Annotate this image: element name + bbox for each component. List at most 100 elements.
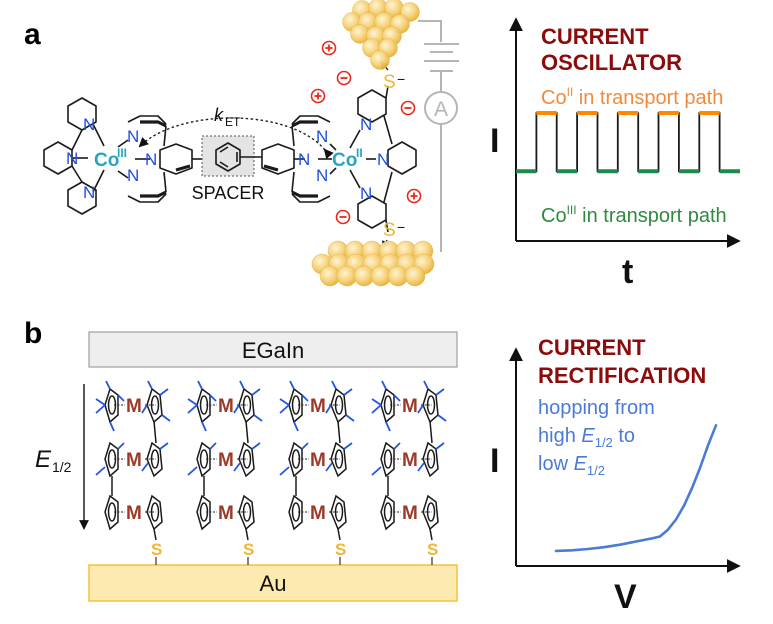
ring-outline xyxy=(146,494,163,531)
thiol-bottom-label: S xyxy=(383,220,396,241)
egain-electrode xyxy=(88,331,458,368)
methyl-group xyxy=(371,466,382,476)
co2-annotation-rest: in transport path xyxy=(573,87,723,109)
ring-outline xyxy=(330,387,347,424)
rectification-y-label: I xyxy=(490,442,499,480)
methyl-group xyxy=(209,394,217,402)
hopping-low-sub: 1/2 xyxy=(587,463,605,478)
ring-aromatic xyxy=(242,449,252,469)
cyclopentadienyl-ring xyxy=(380,387,395,424)
methyl-group xyxy=(331,380,337,390)
anion-icon xyxy=(400,100,416,116)
co3-annotation-rest: in transport path xyxy=(577,205,727,227)
co2-annotation-sup: II xyxy=(567,85,574,99)
spacer-label: SPACER xyxy=(192,183,265,203)
oscillator-title-line2: OSCILLATOR xyxy=(541,50,682,75)
ring-link xyxy=(429,420,433,444)
sulfur-anchor-label: S xyxy=(151,540,162,559)
cyclopentadienyl-ring xyxy=(380,441,395,478)
hopping-annotation-line3: low E1/2 xyxy=(538,453,605,478)
methyl-group xyxy=(325,404,332,414)
co3-annotation: CoIII in transport path xyxy=(541,203,727,227)
metal-center-label: M xyxy=(402,396,418,417)
ring-outline xyxy=(196,494,211,531)
ammeter-label: A xyxy=(434,98,448,121)
cyclopentadienyl-ring xyxy=(146,494,163,531)
cyclopentadienyl-ring xyxy=(196,441,211,478)
ring-outline xyxy=(330,494,347,531)
methyl-group xyxy=(95,398,106,406)
cyclopentadienyl-ring xyxy=(146,387,163,424)
rate-constant-label: k xyxy=(214,105,224,125)
methyl-group xyxy=(301,442,309,450)
ring-outline xyxy=(422,494,439,531)
ring-aromatic xyxy=(334,395,344,415)
hopping-to-text: to xyxy=(613,425,635,447)
ring-outline xyxy=(104,494,119,531)
terpyridine-left-inner xyxy=(117,115,206,203)
cyclopentadienyl-ring xyxy=(196,387,211,424)
metal-center-label: M xyxy=(310,503,326,524)
methyl-group xyxy=(437,414,447,422)
ring-link xyxy=(245,420,249,444)
methyl-group xyxy=(293,421,299,432)
methyl-group xyxy=(371,398,382,406)
gold-atom xyxy=(370,50,390,70)
methyl-group xyxy=(233,462,241,472)
metal-center-label: M xyxy=(126,503,142,524)
methyl-group xyxy=(251,388,261,396)
cyclopentadienyl-ring xyxy=(238,387,255,424)
au-electrode xyxy=(88,564,458,602)
cyclopentadienyl-ring xyxy=(422,494,439,531)
rectification-chart: CURRENT RECTIFICATION hopping from high … xyxy=(490,335,741,616)
cyclopentadienyl-ring xyxy=(422,441,439,478)
ring-aromatic xyxy=(426,395,436,415)
methyl-group xyxy=(381,380,387,390)
thiol-top-charge: − xyxy=(397,71,405,87)
rectification-title-line1: CURRENT xyxy=(538,335,646,360)
metal-center-label: M xyxy=(310,396,326,417)
ring-outline xyxy=(380,494,395,531)
co2-annotation-metal: Co xyxy=(541,87,567,109)
thiol-link xyxy=(429,528,433,541)
methyl-group xyxy=(159,388,169,396)
methyl-group xyxy=(279,466,290,476)
oscillator-y-label: I xyxy=(490,122,499,160)
terpyridine-right-outer xyxy=(349,85,417,233)
ring-aromatic xyxy=(334,502,344,522)
square-wave-line xyxy=(516,112,740,173)
cyclopentadienyl-ring xyxy=(104,441,119,478)
ring-outline xyxy=(196,387,211,424)
nitrogen-label: N xyxy=(145,150,157,169)
metal-center-label: M xyxy=(126,396,142,417)
methyl-group xyxy=(209,442,217,450)
co3-annotation-sup: III xyxy=(567,203,577,217)
molecule-structure: N N N Co III N N N SPACER xyxy=(43,60,417,250)
sulfur-anchor-label: S xyxy=(335,540,346,559)
sulfur-anchor-label: S xyxy=(427,540,438,559)
ring-outline xyxy=(288,494,303,531)
sulfur-anchor-label: S xyxy=(243,540,254,559)
cyclopentadienyl-ring xyxy=(288,494,303,531)
e-half-subscript: 1/2 xyxy=(52,459,72,475)
electron-transfer-arrow xyxy=(138,117,334,160)
terpyridine-right-inner xyxy=(261,115,337,203)
methyl-group xyxy=(141,462,149,472)
hopping-annotation-line2: high E1/2 to xyxy=(538,425,635,450)
methyl-group xyxy=(301,394,309,402)
ring-aromatic xyxy=(150,395,160,415)
cyclopentadienyl-ring xyxy=(238,441,255,478)
methyl-group xyxy=(343,388,353,396)
rectification-plot-area xyxy=(554,424,718,553)
nitrogen-label: N xyxy=(360,115,372,134)
methyl-group xyxy=(325,462,333,472)
ring-aromatic xyxy=(242,502,252,522)
methyl-group xyxy=(435,442,445,450)
oscillator-chart: CURRENT OSCILLATOR CoII in transport pat… xyxy=(490,17,741,291)
cyclopentadienyl-ring xyxy=(330,441,347,478)
methyl-group xyxy=(117,394,125,402)
gold-atom xyxy=(404,265,426,287)
ions xyxy=(310,40,422,225)
external-circuit: A xyxy=(418,20,459,252)
